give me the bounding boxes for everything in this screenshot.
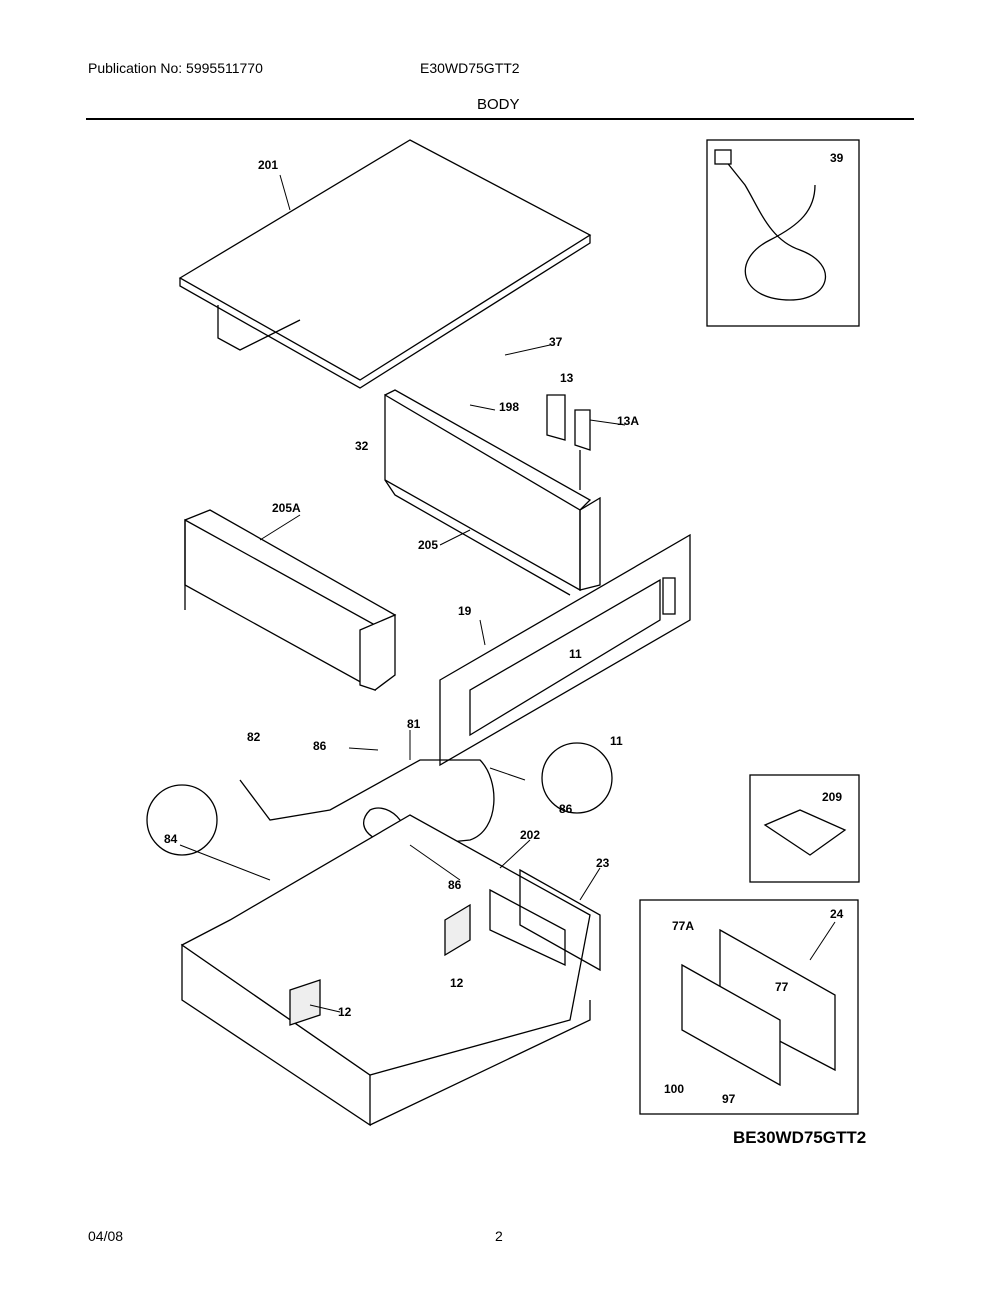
part-label: 13A — [617, 414, 640, 428]
part-label: 24 — [830, 907, 844, 921]
model-number: E30WD75GTT2 — [420, 60, 520, 76]
part-label: 13 — [560, 371, 574, 385]
part-label: 23 — [596, 856, 610, 870]
part-label: 11 — [569, 647, 582, 661]
section-title: BODY — [477, 96, 520, 113]
diagram-code: BE30WD75GTT2 — [733, 1128, 867, 1147]
part-label: 39 — [830, 151, 844, 165]
part-label: 81 — [407, 717, 421, 731]
inset-box-24 — [639, 899, 859, 1115]
part-label: 37 — [549, 335, 563, 349]
detail-circle-84 — [146, 784, 218, 856]
part-label: 86 — [448, 878, 462, 892]
top-panel-201 — [178, 139, 592, 389]
part-label: 198 — [499, 400, 520, 414]
inset-box-39 — [706, 139, 860, 327]
page-number: 2 — [495, 1228, 503, 1244]
publication-number: Publication No: 5995511770 — [88, 60, 263, 76]
part-label: 205 — [418, 538, 439, 552]
bracket-13a — [574, 409, 591, 451]
part-label: 77 — [775, 980, 789, 994]
part-label: 32 — [355, 439, 369, 453]
part-label: 84 — [164, 832, 178, 846]
part-label: 86 — [559, 802, 573, 816]
part-label: 77A — [672, 919, 695, 933]
part-label: 201 — [258, 158, 279, 172]
part-label: 205A — [272, 501, 301, 515]
power-cord-39 — [724, 159, 827, 301]
side-panel-205a — [184, 509, 397, 692]
back-panel-205 — [384, 389, 601, 596]
bracket-13 — [546, 394, 566, 441]
part-label: 12 — [338, 1005, 352, 1019]
insulation-12 — [289, 979, 321, 1026]
cabinet-body — [180, 814, 601, 1127]
insulation-pad-209 — [763, 809, 847, 856]
part-label: 202 — [520, 828, 541, 842]
detail-circle-86 — [541, 742, 613, 814]
part-label: 86 — [313, 739, 327, 753]
inset-box-209 — [749, 774, 860, 883]
part-label: 12 — [450, 976, 464, 990]
footer-date: 04/08 — [88, 1228, 124, 1244]
part-label: 209 — [822, 790, 843, 804]
part-label: 19 — [458, 604, 472, 618]
control-board — [681, 963, 781, 1087]
part-label: 97 — [722, 1092, 736, 1106]
header-divider — [86, 118, 914, 120]
trim-frame-19 — [439, 533, 691, 767]
part-label: 100 — [664, 1082, 685, 1096]
insulation-12 — [444, 903, 471, 957]
part-label: 11 — [610, 734, 623, 748]
part-label: 82 — [247, 730, 261, 744]
